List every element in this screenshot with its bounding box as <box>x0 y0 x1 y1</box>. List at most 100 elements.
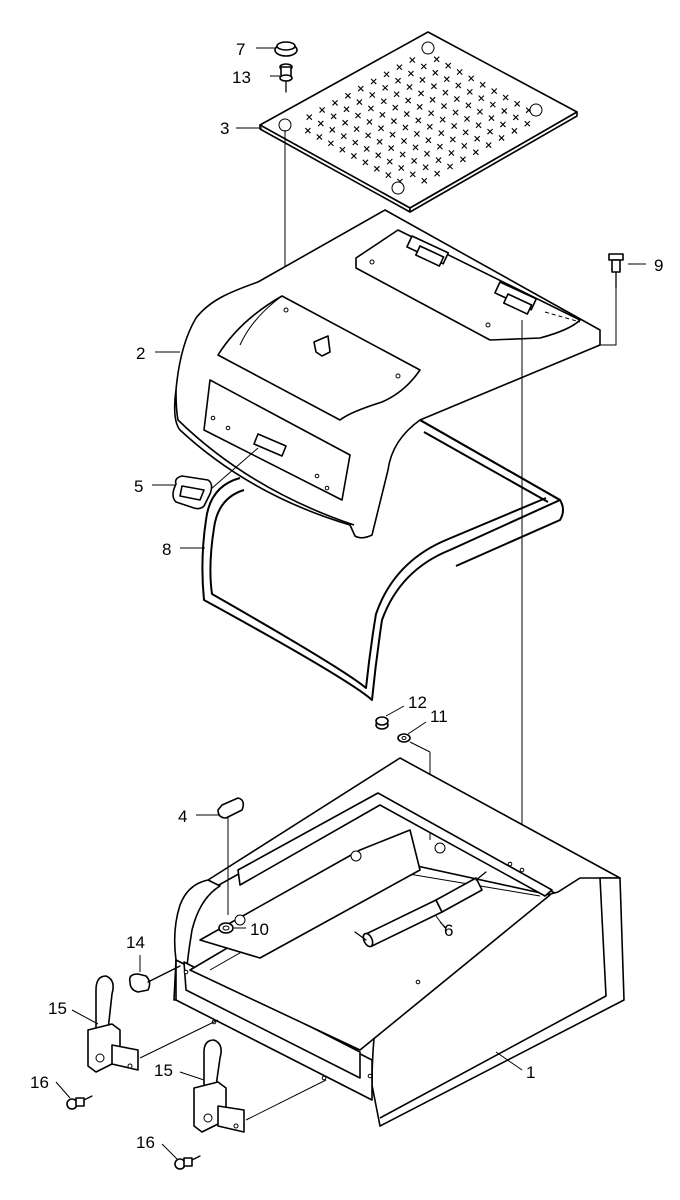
perforation-mark <box>456 69 463 76</box>
perforation-mark <box>448 149 455 156</box>
bolt-16-right-part <box>174 1155 201 1170</box>
callout-13: 13 <box>232 68 251 87</box>
perforation-mark <box>464 115 471 122</box>
base-box-part <box>173 757 625 1127</box>
perforation-mark <box>389 131 396 138</box>
perforation-mark <box>388 145 395 152</box>
perforation-mark <box>462 129 469 136</box>
perforation-mark <box>332 99 339 106</box>
perforation-mark <box>375 152 382 159</box>
perforation-mark <box>373 165 380 172</box>
perforation-mark <box>439 116 446 123</box>
callout-16-left: 16 <box>30 1073 49 1092</box>
perforation-mark <box>398 165 405 171</box>
perforation-mark <box>445 62 452 69</box>
nut-10-part <box>218 922 234 934</box>
perforation-mark <box>511 127 518 134</box>
perforation-mark <box>382 84 389 91</box>
callout-11: 11 <box>430 707 448 726</box>
perforation-mark <box>396 64 403 71</box>
callout-12: 12 <box>408 693 427 712</box>
perforation-mark <box>451 123 458 129</box>
perforation-mark <box>430 83 437 90</box>
perforation-mark <box>524 120 531 127</box>
perforation-mark <box>317 120 324 127</box>
callout-4: 4 <box>178 807 187 826</box>
latch-left-part <box>87 975 219 1073</box>
callout-15-left: 15 <box>48 999 67 1018</box>
leader-lines <box>55 47 646 1161</box>
perforation-mark <box>475 122 482 129</box>
perforation-mark <box>441 103 448 110</box>
perforation-mark <box>393 91 400 98</box>
perforation-mark <box>413 130 420 137</box>
perforation-mark <box>442 89 449 96</box>
perforation-mark <box>419 76 426 83</box>
knob-part <box>128 965 181 993</box>
perforation-mark <box>370 78 377 85</box>
callout-10: 10 <box>250 920 269 939</box>
perforation-mark <box>407 70 414 77</box>
perforated-plate <box>259 31 578 213</box>
perforation-mark <box>426 123 433 130</box>
perforation-mark <box>438 130 445 137</box>
perforation-mark <box>501 107 508 114</box>
perforation-mark <box>411 157 418 164</box>
perforation-mark <box>390 118 397 125</box>
perforation-mark <box>415 117 422 124</box>
perforation-mark <box>478 95 485 102</box>
perforation-mark <box>433 56 440 63</box>
perforation-mark <box>466 88 473 95</box>
perforation-mark <box>395 77 402 84</box>
perforation-mark <box>406 84 413 91</box>
perforation-mark <box>459 156 466 163</box>
perforation-mark <box>514 100 521 107</box>
perforation-mark <box>412 144 419 151</box>
callout-2: 2 <box>136 344 145 363</box>
gas-strut-part <box>354 871 487 948</box>
perforation-mark <box>392 104 399 111</box>
perforation-mark <box>353 126 360 133</box>
perforation-mark <box>498 134 505 141</box>
screw-part <box>279 63 293 93</box>
perforation-mark <box>405 97 412 104</box>
perforation-mark <box>379 111 386 118</box>
perforation-mark <box>436 143 443 150</box>
perforation-mark <box>491 88 498 95</box>
perforation-mark <box>363 145 370 152</box>
perforation-mark <box>472 149 479 156</box>
perforation-mark <box>352 139 359 146</box>
hinge-upper-right <box>494 281 538 315</box>
perforation-mark <box>356 99 363 106</box>
perforation-mark <box>327 140 334 147</box>
hinge-upper-left <box>406 235 450 267</box>
perforation-mark <box>479 81 486 88</box>
perforation-mark <box>420 63 427 70</box>
perforation-mark <box>366 118 373 125</box>
perforation-mark <box>399 151 406 158</box>
perforation-mark <box>403 111 410 118</box>
perforation-mark <box>443 76 450 83</box>
perforation-mark <box>378 125 385 132</box>
callout-9: 9 <box>654 256 663 275</box>
perforation-mark <box>421 177 428 184</box>
perforation-mark <box>449 136 456 143</box>
perforation-mark <box>487 128 494 135</box>
perforation-mark <box>316 133 323 140</box>
perforation-mark <box>488 115 495 122</box>
pin-part <box>217 797 245 915</box>
perforation-mark <box>386 158 393 165</box>
callout-6: 6 <box>444 921 453 940</box>
perforation-mark <box>447 163 454 170</box>
perforation-mark <box>342 119 349 126</box>
perforation-mark <box>367 105 374 112</box>
perforation-mark <box>453 96 460 102</box>
bolt-part <box>600 253 624 346</box>
perforation-mark <box>502 94 509 101</box>
perforation-mark <box>452 109 459 116</box>
perforation-mark <box>468 75 475 82</box>
frame-rail-part <box>201 419 564 701</box>
callout-1: 1 <box>526 1063 535 1082</box>
latch-right-part <box>193 1039 327 1133</box>
